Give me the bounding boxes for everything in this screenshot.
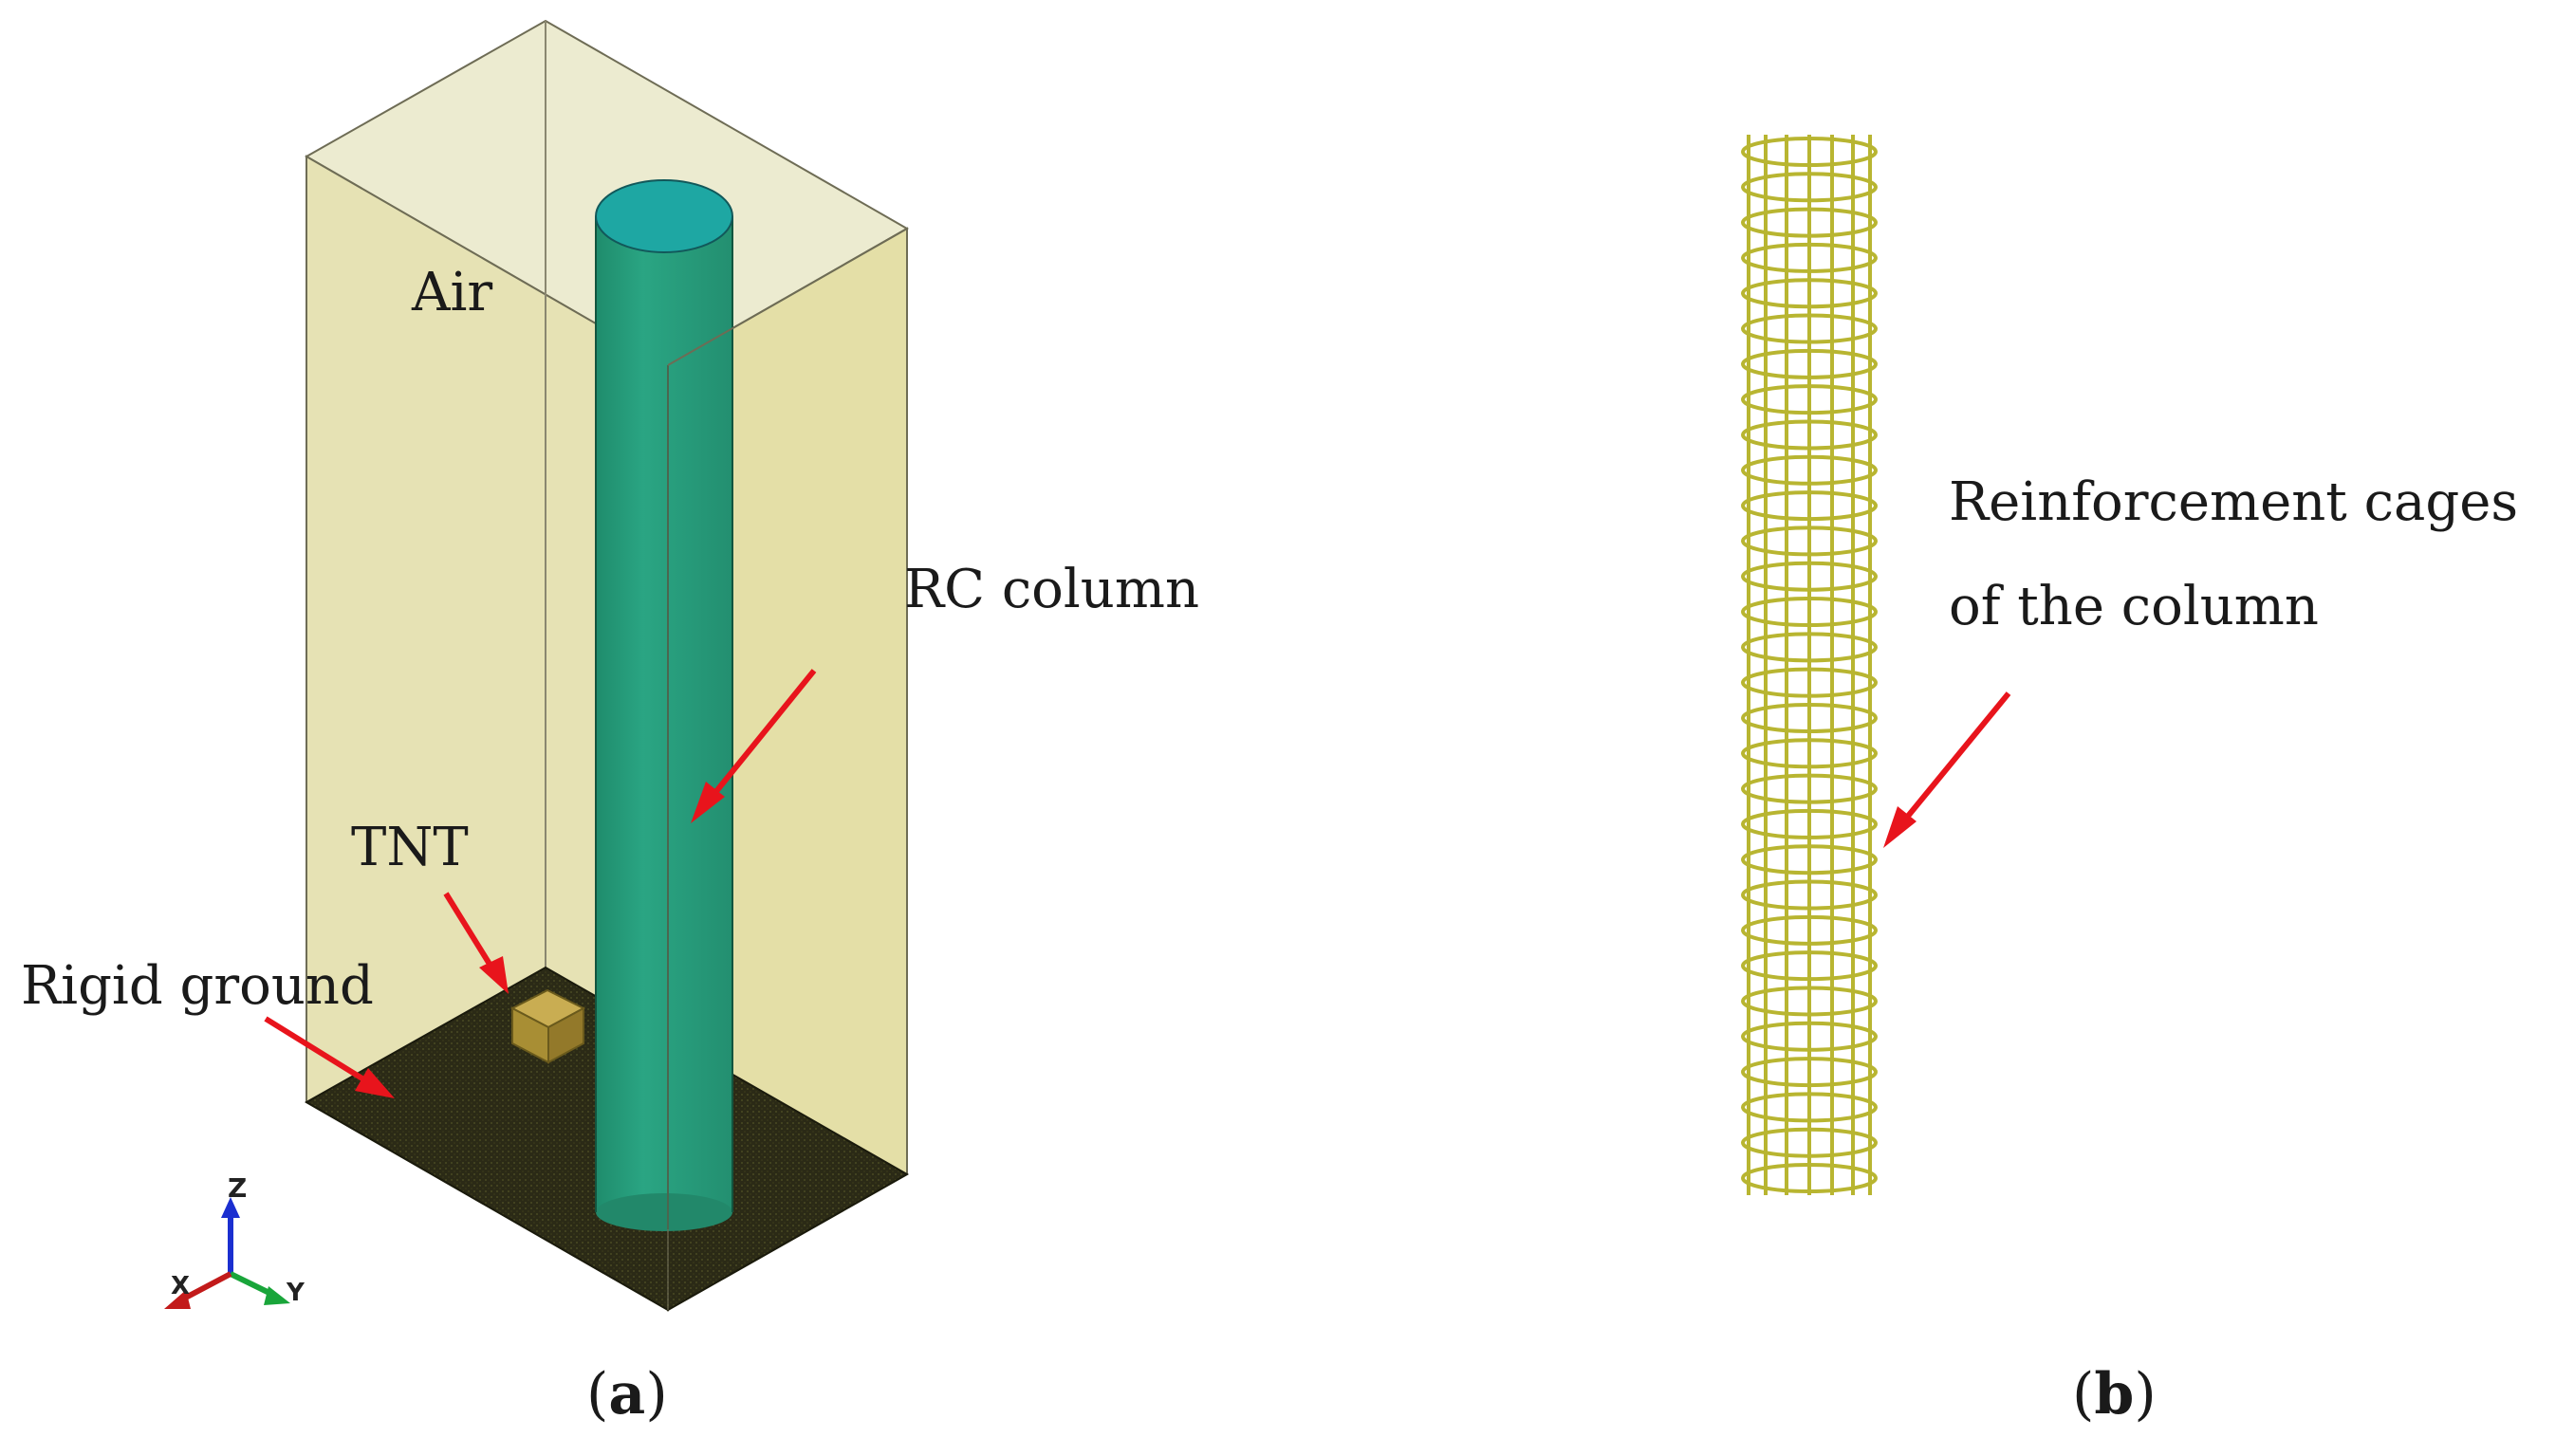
rebar-hoop xyxy=(1741,632,1878,663)
arrow-to-column xyxy=(691,669,817,823)
rebar-hoop xyxy=(1741,207,1878,238)
axis-triad: Z X Y xyxy=(164,1172,306,1309)
rebar-hoop xyxy=(1741,1021,1878,1052)
rebar-hoop xyxy=(1741,597,1878,628)
arrow-to-ground xyxy=(264,1016,395,1098)
rebar-hoop xyxy=(1741,384,1878,415)
cage-label-line1: Reinforcement cages xyxy=(1949,471,2518,533)
rebar-hoop xyxy=(1741,738,1878,769)
rebar-hoop xyxy=(1741,419,1878,451)
rc-column-top xyxy=(595,179,733,253)
axis-y-arrowhead xyxy=(264,1286,290,1305)
rebar-hoop xyxy=(1741,1092,1878,1123)
rebar-hoop xyxy=(1741,1163,1878,1193)
rebar-hoop xyxy=(1741,242,1878,273)
axis-z-label: Z xyxy=(228,1172,247,1204)
arrow-to-cage xyxy=(1883,691,2011,848)
rebar-hoop xyxy=(1741,313,1878,344)
rebar-hoop xyxy=(1741,490,1878,522)
rebar-hoop xyxy=(1741,172,1878,203)
rebar-hoop xyxy=(1741,1057,1878,1088)
rebar-hoop xyxy=(1741,278,1878,309)
rc-column-label: RC column xyxy=(904,559,1199,620)
panel-b: Reinforcement cages of the column (b) xyxy=(1741,135,2518,1428)
rebar-hoop xyxy=(1741,702,1878,733)
rc-column xyxy=(595,179,733,1231)
arrow-to-tnt xyxy=(443,892,509,994)
axis-z-arrowhead xyxy=(221,1197,240,1218)
rebar-hoop xyxy=(1741,525,1878,557)
axis-y-label: Y xyxy=(286,1279,306,1307)
rebar-hoop xyxy=(1741,137,1878,167)
caption-a-letter: a xyxy=(608,1361,645,1428)
caption-b-open: ( xyxy=(2072,1361,2094,1428)
rebar-hoop xyxy=(1741,667,1878,698)
rebar-hoop xyxy=(1741,561,1878,592)
caption-b: (b) xyxy=(2072,1361,2157,1428)
rebar-hoop xyxy=(1741,879,1878,911)
rebar-hoop xyxy=(1741,1127,1878,1158)
tnt-label: TNT xyxy=(351,817,469,878)
rebar-hoop xyxy=(1741,773,1878,804)
rebar-hoop xyxy=(1741,454,1878,486)
rebar-hoop xyxy=(1741,914,1878,946)
axis-x-label: X xyxy=(171,1272,190,1300)
caption-b-close: ) xyxy=(2134,1361,2156,1428)
axis-x-arrowhead xyxy=(164,1290,191,1309)
reinforcement-cage xyxy=(1741,135,1878,1195)
caption-a-open: ( xyxy=(586,1361,608,1428)
panel-a: Air RC column TNT Rigid ground Z X Y xyxy=(21,19,1199,1428)
rebar-hoop xyxy=(1741,986,1878,1017)
rebar-hoop xyxy=(1741,808,1878,839)
caption-b-letter: b xyxy=(2094,1361,2134,1428)
caption-a-close: ) xyxy=(645,1361,667,1428)
tnt-charge xyxy=(509,988,586,1064)
rebar-hoop xyxy=(1741,844,1878,875)
cage-label-line2: of the column xyxy=(1949,576,2319,637)
rigid-ground-label: Rigid ground xyxy=(21,955,374,1017)
air-label: Air xyxy=(411,262,492,323)
rebar-hoop xyxy=(1741,348,1878,379)
rebar-hoop xyxy=(1741,950,1878,982)
caption-a: (a) xyxy=(586,1361,668,1428)
